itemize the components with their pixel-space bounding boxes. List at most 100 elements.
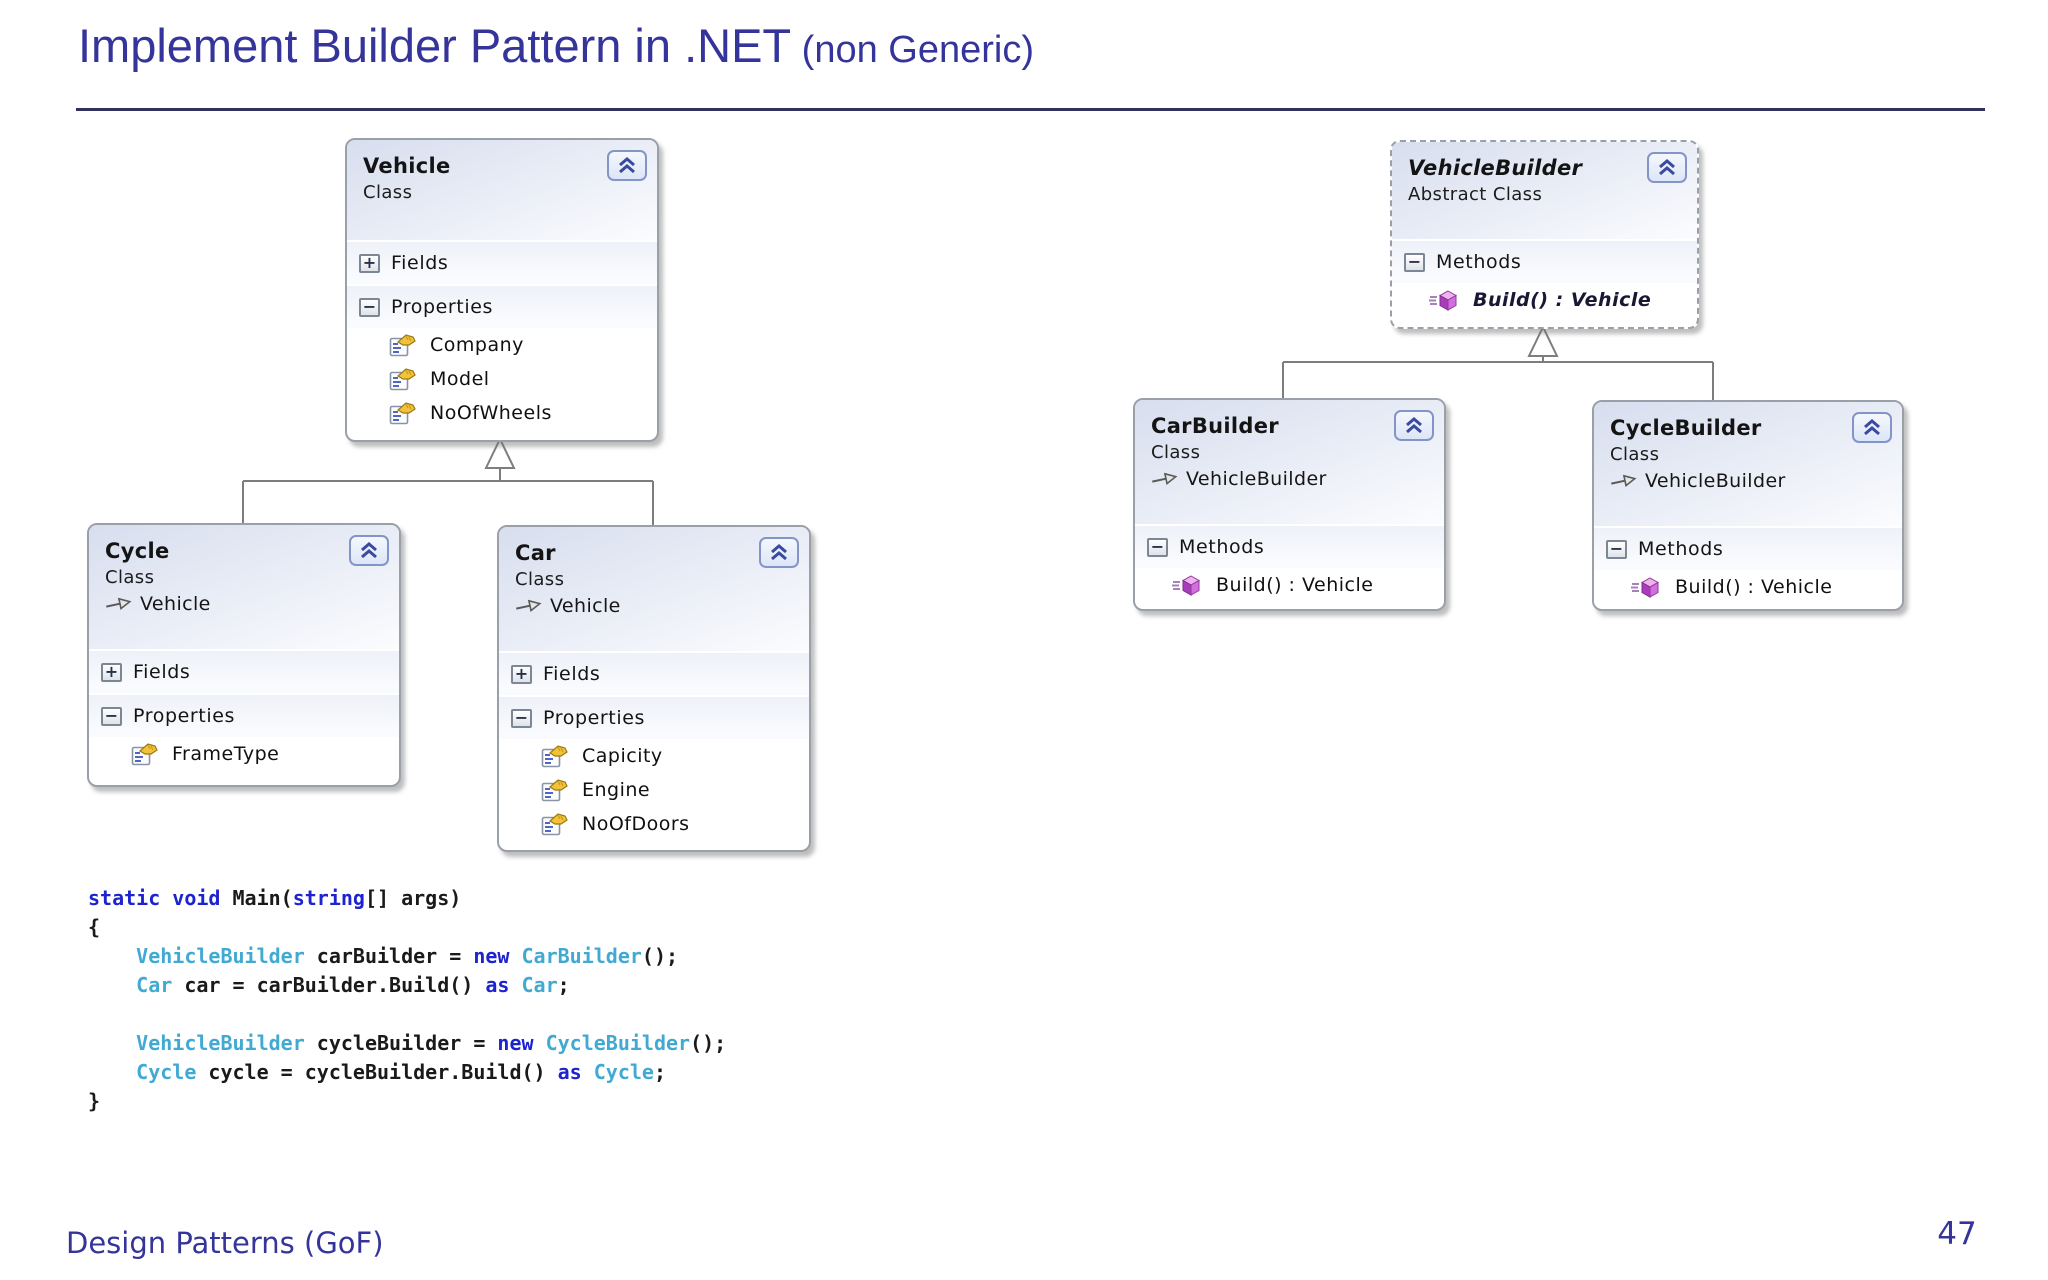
- section-label: Fields: [133, 661, 191, 683]
- base-class-label: Vehicle: [550, 595, 621, 617]
- class-name: Cycle: [105, 539, 170, 563]
- collapse-button[interactable]: [759, 537, 799, 568]
- property-label: NoOfWheels: [430, 402, 552, 424]
- property-label: Model: [430, 368, 490, 390]
- method-row: Build() : Vehicle: [1135, 568, 1444, 602]
- inheritance-triangle-left: [484, 436, 516, 469]
- expand-plus-icon[interactable]: +: [511, 664, 532, 684]
- class-box-vehicle[interactable]: Vehicle Class + Fields − Properties Co: [345, 138, 659, 442]
- class-name: Vehicle: [363, 154, 451, 178]
- compartment-fields: + Fields: [347, 240, 657, 284]
- collapse-button[interactable]: [1647, 152, 1687, 183]
- class-name: VehicleBuilder: [1408, 156, 1583, 180]
- section-row-properties: − Properties: [89, 693, 399, 737]
- property-row: NoOfWheels: [347, 396, 657, 430]
- compartment-methods: − Methods Build() : Vehicle: [1392, 239, 1697, 317]
- compartment-methods: − Methods Build() : Vehicle: [1594, 526, 1902, 604]
- code-block: static void Main(string[] args){ Vehicle…: [88, 886, 727, 1113]
- base-class-row: Vehicle: [105, 593, 387, 615]
- base-class-row: VehicleBuilder: [1151, 468, 1432, 490]
- base-class-label: Vehicle: [140, 593, 211, 615]
- collapse-chevron-icon: [1659, 159, 1675, 176]
- property-icon: [541, 744, 568, 767]
- property-row: FrameType: [89, 737, 399, 771]
- section-row-fields: + Fields: [499, 651, 809, 695]
- collapse-minus-icon[interactable]: −: [101, 706, 122, 726]
- property-icon: [541, 812, 568, 835]
- class-header: Cycle Class Vehicle: [89, 525, 399, 649]
- compartment-fields: + Fields: [89, 649, 399, 693]
- property-icon: [131, 742, 158, 765]
- method-row: Build() : Vehicle: [1594, 570, 1902, 604]
- class-header: VehicleBuilder Abstract Class: [1392, 142, 1697, 239]
- class-box-car[interactable]: Car Class Vehicle + Fields − Properties: [497, 525, 811, 852]
- section-label: Properties: [391, 296, 494, 318]
- class-stereotype: Class: [515, 569, 565, 590]
- property-row: Capicity: [499, 739, 809, 773]
- collapse-minus-icon[interactable]: −: [359, 297, 380, 317]
- property-icon: [389, 401, 416, 424]
- section-label: Properties: [133, 705, 236, 727]
- collapse-minus-icon[interactable]: −: [1147, 537, 1168, 557]
- property-row: NoOfDoors: [499, 807, 809, 841]
- page-number: 47: [1937, 1216, 1977, 1252]
- property-row: Model: [347, 362, 657, 396]
- property-label: FrameType: [172, 743, 280, 765]
- expand-plus-icon[interactable]: +: [359, 253, 380, 273]
- collapse-button[interactable]: [349, 535, 389, 566]
- section-row-fields: + Fields: [347, 240, 657, 284]
- section-row-properties: − Properties: [347, 284, 657, 328]
- section-row-methods: − Methods: [1392, 239, 1697, 283]
- compartment-fields: + Fields: [499, 651, 809, 695]
- class-box-carbuilder[interactable]: CarBuilder Class VehicleBuilder − Method…: [1133, 398, 1446, 611]
- method-icon: [1631, 576, 1660, 598]
- class-header: Car Class Vehicle: [499, 527, 809, 651]
- collapse-minus-icon[interactable]: −: [1404, 252, 1425, 272]
- collapse-button[interactable]: [1852, 412, 1892, 443]
- method-icon: [1172, 574, 1201, 596]
- collapse-button[interactable]: [607, 150, 647, 181]
- section-row-methods: − Methods: [1594, 526, 1902, 570]
- class-header: CarBuilder Class VehicleBuilder: [1135, 400, 1444, 524]
- compartment-properties: − Properties FrameType: [89, 693, 399, 771]
- property-label: Engine: [582, 779, 651, 801]
- collapse-minus-icon[interactable]: −: [1606, 539, 1627, 559]
- class-name: Car: [515, 541, 556, 565]
- class-stereotype: Abstract Class: [1408, 184, 1543, 205]
- inheritance-triangle-right: [1527, 324, 1559, 357]
- inheritance-arrow-icon: [1152, 472, 1178, 486]
- class-box-vehiclebuilder[interactable]: VehicleBuilder Abstract Class − Methods …: [1390, 140, 1699, 329]
- collapse-chevron-icon: [361, 542, 377, 559]
- section-row-properties: − Properties: [499, 695, 809, 739]
- class-box-cyclebuilder[interactable]: CycleBuilder Class VehicleBuilder − Meth…: [1592, 400, 1904, 611]
- collapse-chevron-icon: [1864, 419, 1880, 436]
- property-icon: [541, 778, 568, 801]
- collapse-chevron-icon: [1406, 417, 1422, 434]
- method-label: Build() : Vehicle: [1675, 576, 1833, 598]
- property-label: Capicity: [582, 745, 663, 767]
- collapse-button[interactable]: [1394, 410, 1434, 441]
- base-class-row: Vehicle: [515, 595, 797, 617]
- section-row-methods: − Methods: [1135, 524, 1444, 568]
- property-label: NoOfDoors: [582, 813, 690, 835]
- method-label: Build() : Vehicle: [1473, 289, 1652, 311]
- section-row-fields: + Fields: [89, 649, 399, 693]
- class-box-cycle[interactable]: Cycle Class Vehicle + Fields − Propertie…: [87, 523, 401, 787]
- base-class-row: VehicleBuilder: [1610, 470, 1890, 492]
- collapse-minus-icon[interactable]: −: [511, 708, 532, 728]
- section-label: Methods: [1179, 536, 1265, 558]
- section-label: Methods: [1638, 538, 1724, 560]
- page-title: Implement Builder Pattern in .NET (non G…: [78, 18, 1034, 73]
- class-name: CarBuilder: [1151, 414, 1279, 438]
- section-label: Fields: [391, 252, 449, 274]
- class-header: CycleBuilder Class VehicleBuilder: [1594, 402, 1902, 526]
- method-icon: [1429, 289, 1458, 311]
- method-label: Build() : Vehicle: [1216, 574, 1374, 596]
- inheritance-arrow-icon: [516, 599, 542, 613]
- class-header: Vehicle Class: [347, 140, 657, 240]
- property-row: Company: [347, 328, 657, 362]
- method-row: Build() : Vehicle: [1392, 283, 1697, 317]
- expand-plus-icon[interactable]: +: [101, 662, 122, 682]
- inheritance-arrow-icon: [106, 597, 132, 611]
